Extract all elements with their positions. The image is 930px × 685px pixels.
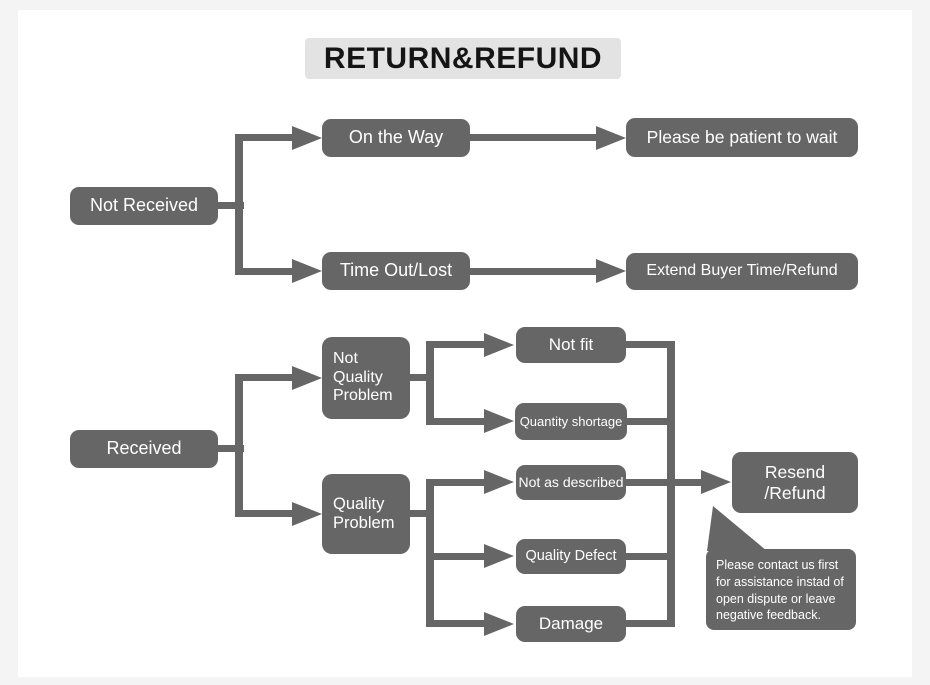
connector-on-the-way-to-patient — [470, 134, 596, 141]
node-on-the-way: On the Way — [322, 119, 470, 157]
connector-not-as-described-merge — [626, 479, 675, 486]
connector-to-damage — [432, 620, 484, 627]
arrow-to-quantity-shortage-icon — [484, 409, 514, 433]
connector-not-received-stub — [218, 202, 244, 209]
node-time-out-lost: Time Out/Lost — [322, 252, 470, 290]
connector-to-not-quality — [241, 374, 292, 381]
connector-to-quality-defect — [432, 553, 484, 560]
node-quality-defect: Quality Defect — [516, 539, 626, 574]
node-not-as-described: Not as described — [516, 465, 626, 500]
node-quality-problem: Quality Problem — [322, 474, 410, 554]
node-received: Received — [70, 430, 218, 468]
connector-to-on-the-way — [241, 134, 292, 141]
node-extend-buyer-time-refund: Extend Buyer Time/Refund — [626, 253, 858, 290]
node-quantity-shortage: Quantity shortage — [515, 403, 627, 440]
connector-quality-defect-merge — [626, 553, 675, 560]
arrow-to-patient-icon — [596, 126, 626, 150]
page-title: RETURN&REFUND — [305, 38, 621, 79]
connector-to-not-fit — [432, 341, 484, 348]
node-not-fit: Not fit — [516, 327, 626, 363]
node-damage: Damage — [516, 606, 626, 642]
arrow-to-not-fit-icon — [484, 333, 514, 357]
node-please-be-patient: Please be patient to wait — [626, 118, 858, 157]
connector-not-quality-trunk — [426, 341, 434, 425]
arrow-to-quality-icon — [292, 502, 322, 526]
connector-to-resend-refund — [675, 479, 701, 486]
arrow-to-time-out-icon — [292, 259, 322, 283]
connector-quality-trunk — [426, 479, 434, 627]
node-not-quality-problem: Not Quality Problem — [322, 337, 410, 419]
arrow-to-resend-refund-icon — [701, 470, 731, 494]
arrow-to-quality-defect-icon — [484, 544, 514, 568]
connector-not-fit-merge — [626, 341, 675, 348]
connector-to-not-as-described — [432, 479, 484, 486]
connector-not-quality-stub — [410, 374, 432, 381]
arrow-to-not-quality-icon — [292, 366, 322, 390]
connector-to-quality — [241, 510, 292, 517]
connector-quantity-shortage-merge — [627, 418, 675, 425]
node-resend-refund: Resend /Refund — [732, 452, 858, 513]
note-bubble: Please contact us first for assistance i… — [706, 549, 856, 630]
arrow-to-not-as-described-icon — [484, 470, 514, 494]
arrow-to-on-the-way-icon — [292, 126, 322, 150]
connector-merge-trunk — [667, 341, 675, 627]
connector-not-received-trunk — [235, 134, 243, 275]
node-not-received: Not Received — [70, 187, 218, 225]
connector-received-trunk — [235, 374, 243, 517]
connector-to-time-out — [241, 268, 292, 275]
connector-time-out-to-extend — [470, 268, 596, 275]
arrow-to-damage-icon — [484, 612, 514, 636]
connector-received-stub — [218, 445, 244, 452]
connector-quality-stub — [410, 510, 432, 517]
arrow-to-extend-icon — [596, 259, 626, 283]
connector-damage-merge — [626, 620, 675, 627]
connector-to-quantity-shortage — [432, 418, 484, 425]
